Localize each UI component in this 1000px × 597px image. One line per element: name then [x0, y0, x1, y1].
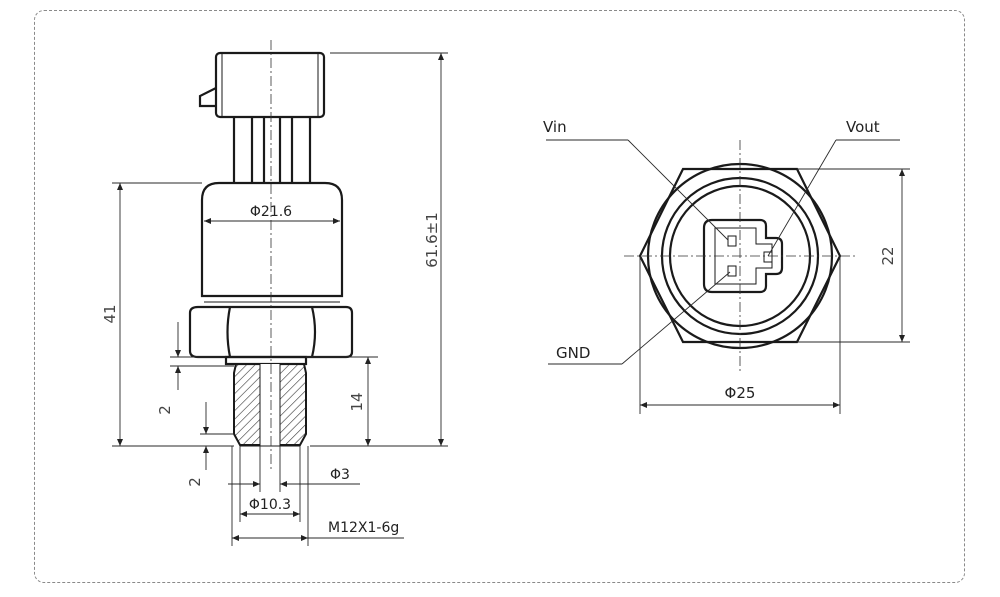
dim-flats-diameter: Φ25 [725, 384, 756, 402]
label-gnd: GND [556, 344, 590, 362]
dim-body-diameter: Φ21.6 [250, 204, 292, 220]
dim-chamfer-lower: 2 [186, 477, 204, 487]
drawing-frame [34, 10, 965, 583]
connector-head [214, 51, 326, 119]
dim-across-flats: 22 [879, 246, 897, 265]
dim-body-length: 41 [101, 304, 119, 323]
pin-gnd [727, 265, 737, 277]
dim-chamfer-upper: 2 [156, 405, 174, 415]
dim-total-length: 61.6±1 [423, 212, 441, 268]
dim-hole-diameter: Φ3 [330, 467, 350, 483]
connector-latch [198, 87, 217, 108]
connector-pins [232, 117, 312, 183]
dim-port-diameter: Φ10.3 [249, 497, 291, 513]
side-view: Φ21.6 61.6±1 41 14 2 2 Φ3 [101, 40, 448, 546]
connector-socket [702, 218, 784, 294]
sensor-body [200, 181, 344, 298]
dim-thread-length: 14 [348, 392, 366, 411]
pin-vin [727, 235, 737, 247]
pin-vout [763, 251, 773, 263]
label-vin: Vin [543, 118, 567, 136]
label-vout: Vout [846, 118, 880, 136]
end-view: Vin Vout GND Φ25 22 [543, 118, 910, 414]
dim-thread-spec: M12X1-6g [328, 520, 399, 536]
